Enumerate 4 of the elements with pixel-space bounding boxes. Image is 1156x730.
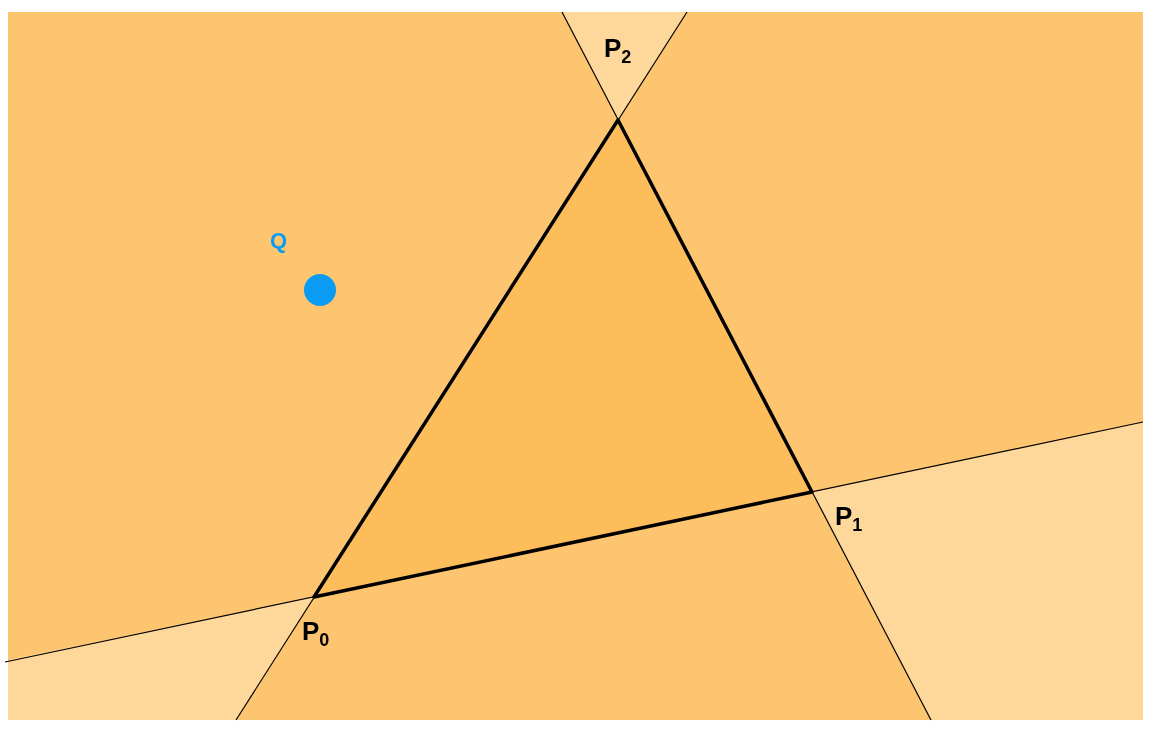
point-label: Q (270, 230, 288, 252)
vertex-label: P$_{2}$ (604, 35, 632, 67)
vertex-label: P$_{1}$ (835, 503, 863, 535)
vertex-label: P$_{0}$ (302, 618, 330, 650)
